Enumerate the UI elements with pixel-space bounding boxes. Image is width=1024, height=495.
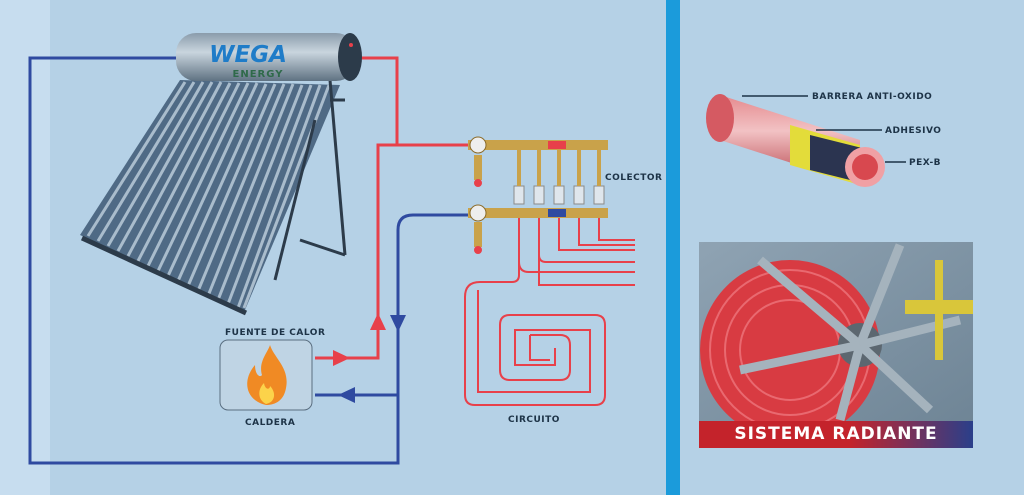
solar-collector [80, 79, 347, 316]
left-margin-strip [0, 0, 50, 495]
collector-label: COLECTOR [605, 173, 662, 183]
boiler: FUENTE DE CALOR CALDERA [219, 328, 325, 428]
manifold: COLECTOR [468, 136, 662, 254]
layer-inner-label: PEX-B [909, 158, 941, 168]
cold-arrow-down-icon [390, 315, 406, 332]
hot-arrow-right-icon [333, 350, 350, 366]
circuit-label: CIRCUITO [508, 415, 560, 425]
pipe-reel-photo [699, 242, 973, 440]
cold-arrow-left-icon [338, 387, 355, 403]
photo-banner: SISTEMA RADIANTE [699, 421, 973, 448]
boiler-label: CALDERA [245, 418, 295, 428]
layer-outer-label: BARRERA ANTI-OXIDO [812, 92, 932, 102]
hot-pipe [315, 56, 470, 360]
brand-name: WEGA [209, 42, 287, 68]
heat-source-label: FUENTE DE CALOR [225, 328, 325, 338]
pipe-cutaway: BARRERA ANTI-OXIDO ADHESIVO PEX-B [706, 92, 941, 187]
cold-pipe [28, 56, 470, 465]
section-divider [666, 0, 680, 495]
hot-arrow-up-icon [370, 313, 386, 330]
flame-icon [247, 345, 287, 405]
water-tank: WEGA ENERGY [176, 33, 362, 81]
floor-circuit [464, 218, 635, 406]
layer-middle-label: ADHESIVO [885, 126, 941, 136]
brand-sub: ENERGY [233, 69, 284, 80]
